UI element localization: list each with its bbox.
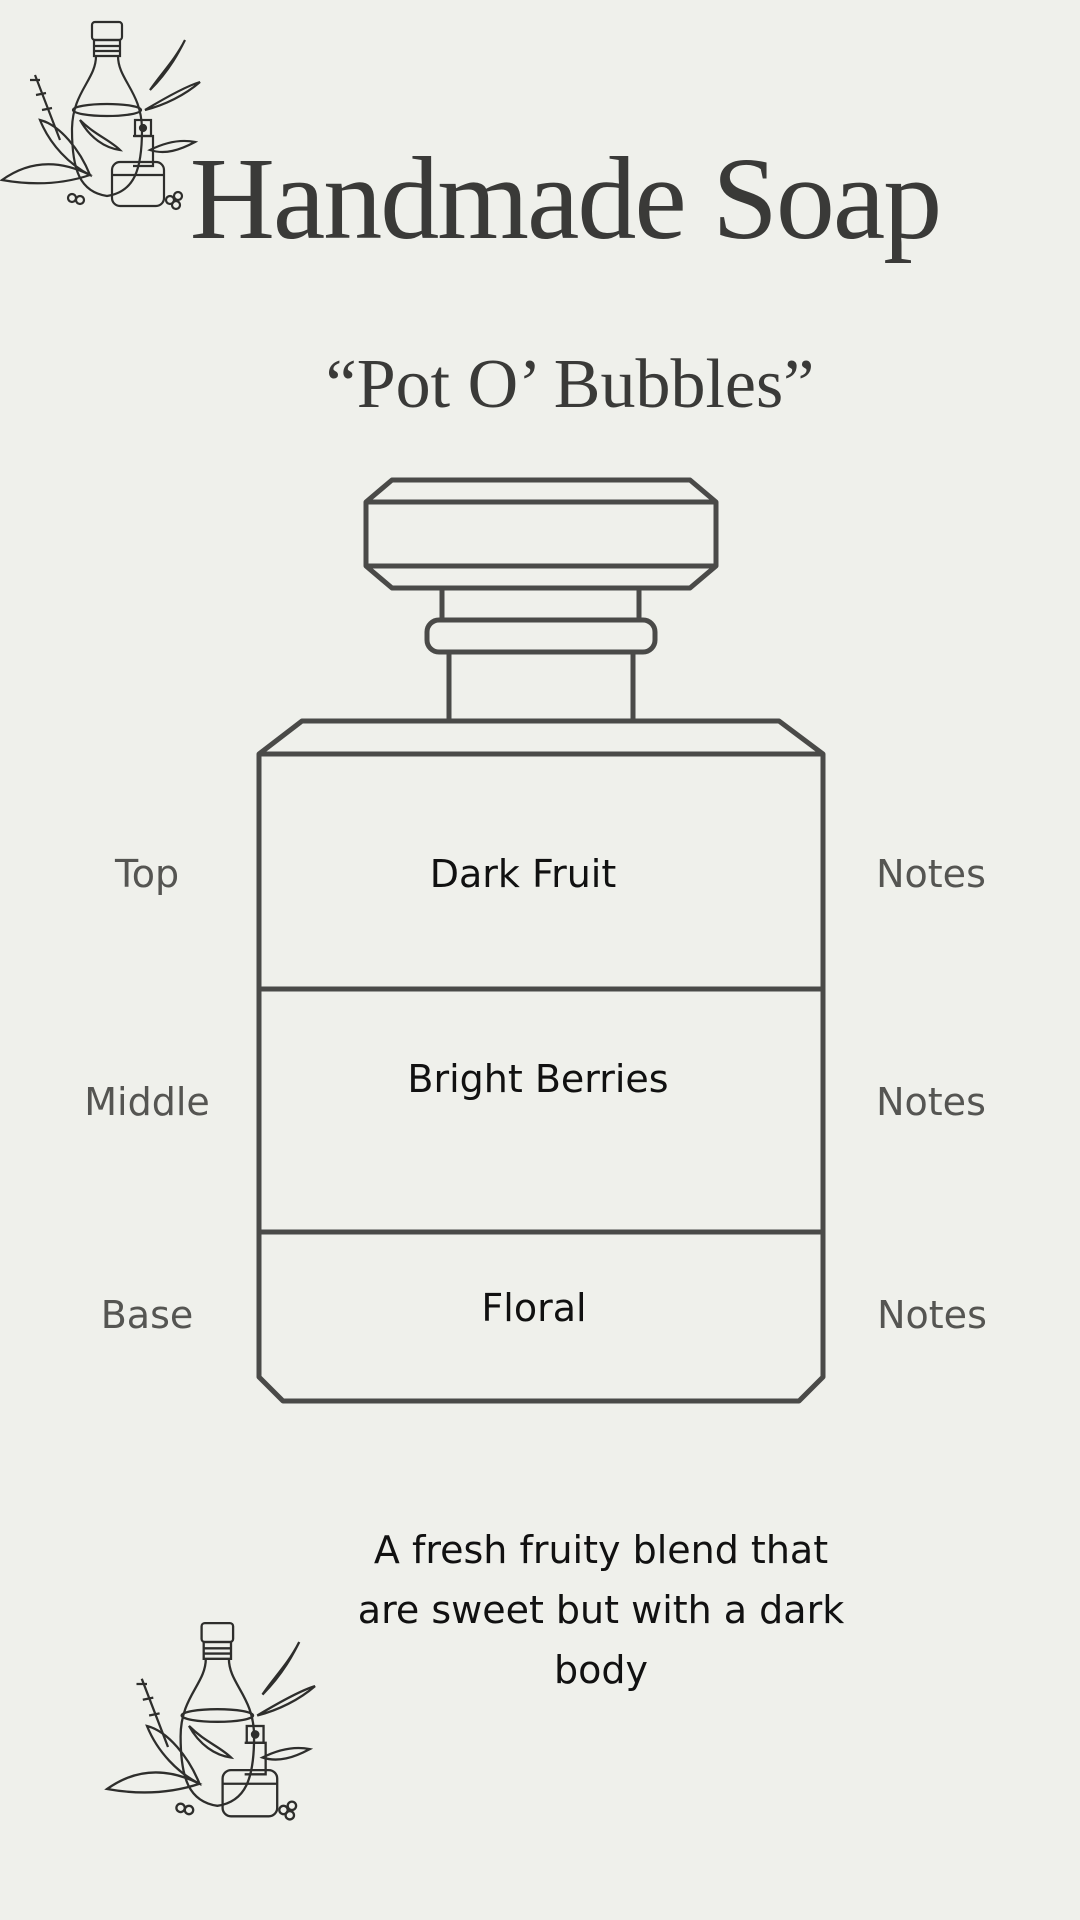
note-suffix-top: Notes	[876, 852, 986, 896]
note-label-middle: Middle	[84, 1080, 210, 1124]
note-value-top: Dark Fruit	[429, 852, 617, 896]
note-label-top: Top	[114, 852, 180, 896]
note-label-base: Base	[100, 1293, 194, 1337]
note-suffix-base: Notes	[877, 1293, 987, 1337]
description: A fresh fruity blend that are sweet but …	[357, 1528, 845, 1692]
page-title: Handmade Soap	[189, 133, 943, 264]
note-suffix-middle: Notes	[876, 1080, 986, 1124]
note-value-middle: Bright Berries	[407, 1057, 669, 1101]
note-value-base: Floral	[481, 1286, 587, 1330]
product-name: “Pot O’ Bubbles”	[325, 346, 815, 423]
